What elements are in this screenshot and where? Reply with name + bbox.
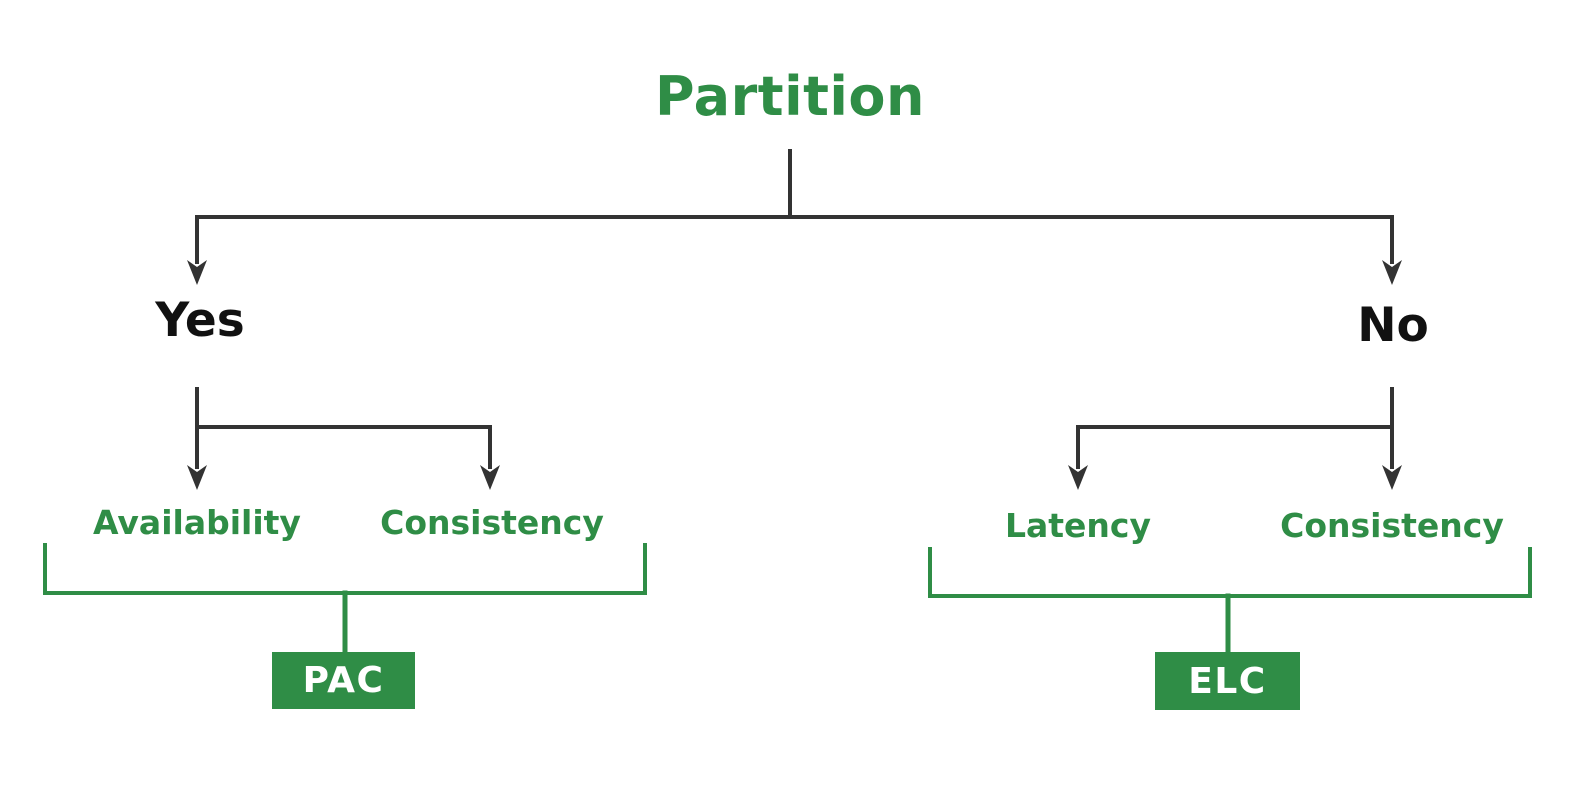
yes-options-connector (195, 387, 492, 469)
option-consistency-left-label: Consistency (380, 503, 604, 542)
root-node-label: Partition (655, 65, 925, 128)
no-options-connector (1076, 387, 1394, 469)
option-availability-label: Availability (93, 503, 301, 542)
arrowhead-latency-icon (1068, 465, 1088, 490)
pac-group-box: PAC (272, 652, 415, 709)
elc-group-label: ELC (1188, 660, 1267, 702)
option-latency-label: Latency (1004, 506, 1152, 545)
branch-no-label: No (1357, 298, 1429, 353)
elc-group-bracket (928, 547, 1532, 598)
elc-group-box: ELC (1155, 652, 1300, 710)
root-branch-connector (195, 149, 1394, 264)
pac-group-bracket (43, 543, 647, 595)
pac-group-label: PAC (302, 660, 385, 701)
arrowhead-consistency-right-icon (1382, 465, 1402, 490)
arrowhead-availability-icon (187, 465, 207, 490)
arrowhead-consistency-left-icon (480, 465, 500, 490)
arrowhead-no-icon (1382, 260, 1402, 285)
branch-yes-label: Yes (155, 293, 245, 348)
arrowhead-yes-icon (187, 260, 207, 285)
option-consistency-right-label: Consistency (1280, 506, 1504, 545)
